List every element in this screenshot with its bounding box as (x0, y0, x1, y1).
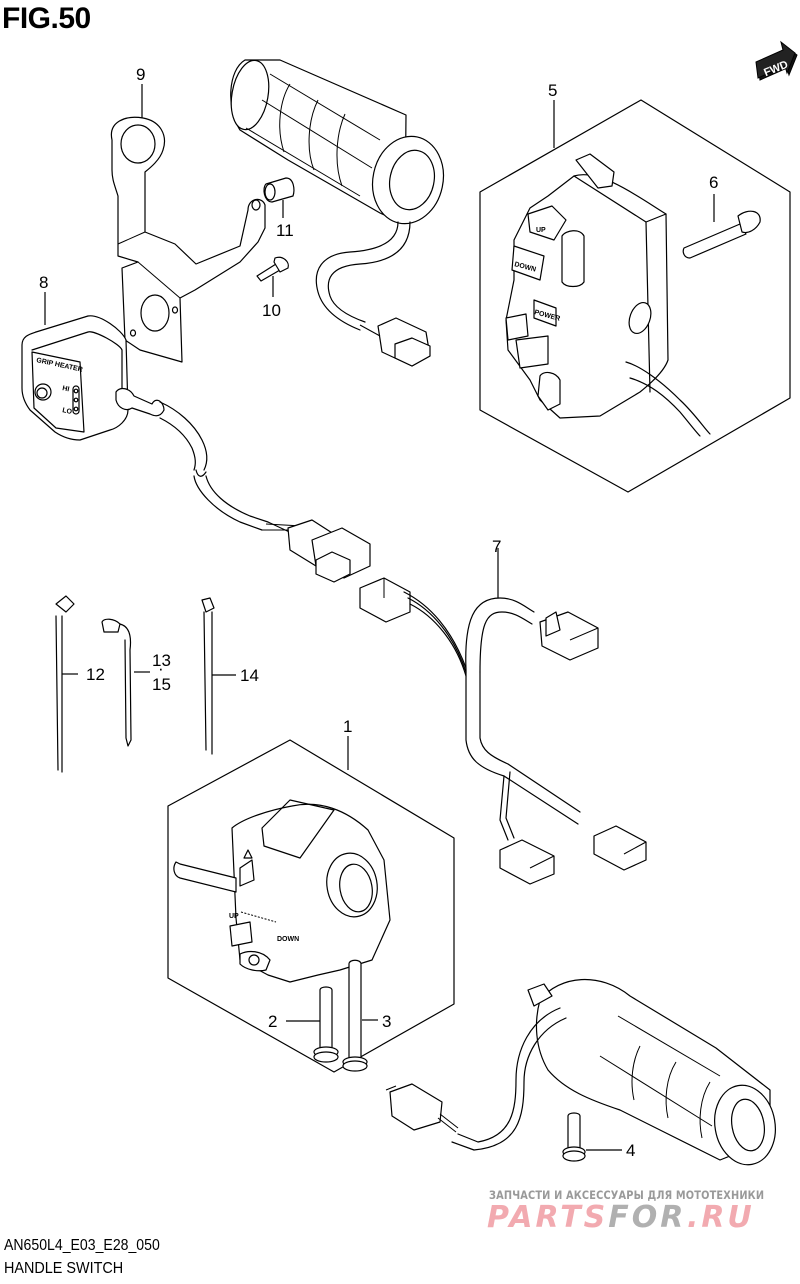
left-down-label: DOWN (277, 936, 299, 943)
grip-heater-connector (287, 519, 371, 583)
wiring-harness-part (403, 591, 581, 841)
callout-7: 7 (492, 537, 501, 556)
screw-short-part (313, 986, 339, 1063)
callout-15: 15 (152, 675, 171, 694)
figure-label: FIG.50 (2, 2, 91, 35)
harness-connector-upper (539, 611, 599, 661)
callout-13: 13 (152, 651, 171, 670)
grip-heater-switch-part: GRIP HEATER HI LO (21, 315, 129, 441)
grip-heater-cable (115, 387, 303, 537)
bracket-part (110, 116, 266, 363)
callout-6: 6 (709, 173, 718, 192)
right-handlebar-switch: UP DOWN POWER (505, 153, 711, 437)
harness-mating-connector (359, 577, 411, 623)
callout-8: 8 (39, 273, 48, 292)
left-handlebar-switch: UP DOWN (173, 799, 391, 983)
left-up-label: UP (229, 913, 239, 920)
cable-tie-part (201, 597, 215, 755)
assembly-box-5 (479, 99, 791, 493)
up-button-label: UP (536, 227, 546, 234)
callout-10: 10 (262, 301, 281, 320)
callout-1: 1 (343, 717, 352, 736)
watermark-logo: PARTSFOR.RU (487, 1200, 755, 1235)
heated-grip-upper (230, 59, 445, 331)
lo-label: LO (62, 407, 74, 416)
harness-connector-lower-left (499, 839, 555, 885)
forward-arrow-icon: FWD (755, 40, 798, 81)
callout-11: 11 (276, 221, 294, 240)
upper-grip-connector (359, 317, 431, 367)
callout-5: 5 (548, 81, 557, 100)
callout-9: 9 (136, 65, 145, 84)
callout-separator: · (158, 659, 164, 678)
clamp-tie-part (55, 595, 75, 773)
clamp-part (101, 618, 132, 747)
watermark-logo-parts: PARTS (487, 1200, 609, 1235)
bracket-screw-part (256, 256, 289, 282)
callout-4: 4 (626, 1141, 635, 1160)
diagram-code: AN650L4_E03_E28_050 (4, 1237, 160, 1254)
harness-connector-lower-right (593, 825, 647, 871)
callout-3: 3 (382, 1012, 391, 1031)
watermark-logo-ru: .RU (686, 1200, 755, 1235)
screw-right-switch-part (682, 210, 761, 259)
heated-grip-lower (451, 978, 776, 1166)
spacer-part (263, 177, 295, 203)
watermark-logo-for: FOR (608, 1200, 687, 1235)
assembly-box-1 (167, 739, 455, 1073)
section-name: HANDLE SWITCH (4, 1260, 124, 1277)
screw-long-part (342, 959, 368, 1072)
callout-14: 14 (240, 666, 259, 685)
hi-label: HI (62, 385, 70, 393)
watermark-tagline: ЗАПЧАСТИ И АКСЕССУАРЫ ДЛЯ МОТОТЕХНИКИ (489, 1188, 765, 1202)
screw-grip-part (562, 1112, 586, 1162)
callout-12: 12 (86, 665, 105, 684)
lower-grip-connector (385, 1083, 459, 1133)
callout-2: 2 (268, 1012, 277, 1031)
